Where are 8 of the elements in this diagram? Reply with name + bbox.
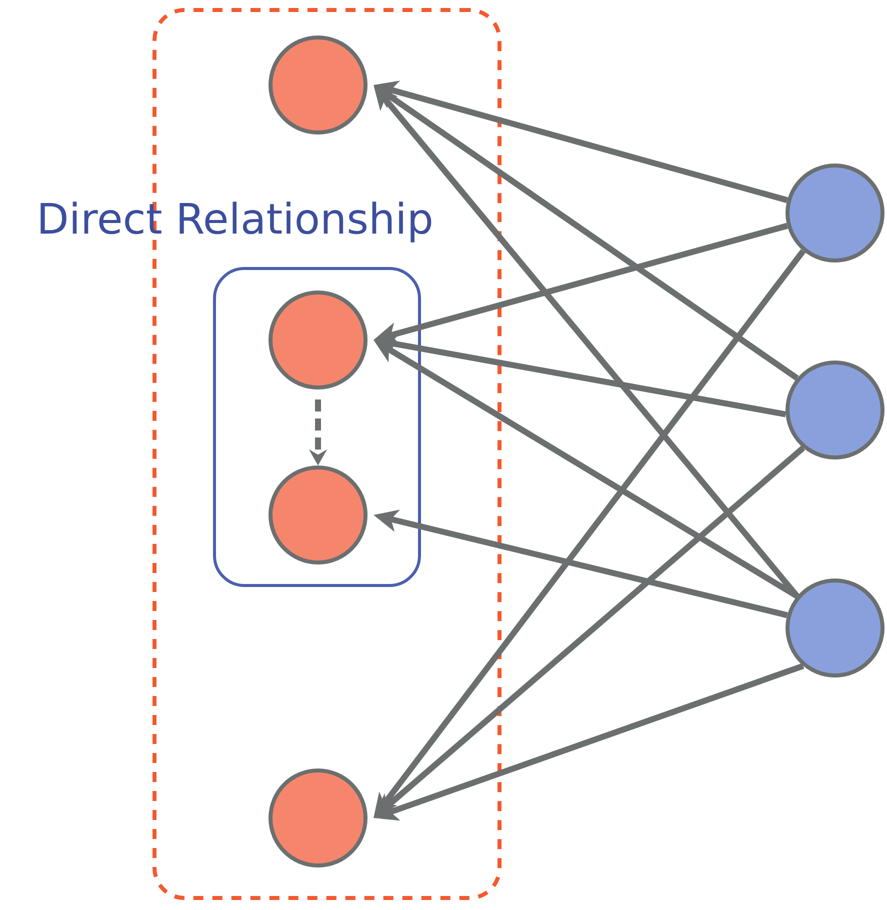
- circle-node: [786, 578, 884, 678]
- heading: Direct Relationship: [40, 202, 432, 242]
- circle-node: [268, 466, 368, 564]
- circle-node: [268, 290, 368, 390]
- circle-node: [268, 768, 368, 868]
- circle-node: [268, 36, 368, 134]
- circle-node: [786, 360, 884, 460]
- circle-node: [786, 164, 884, 262]
